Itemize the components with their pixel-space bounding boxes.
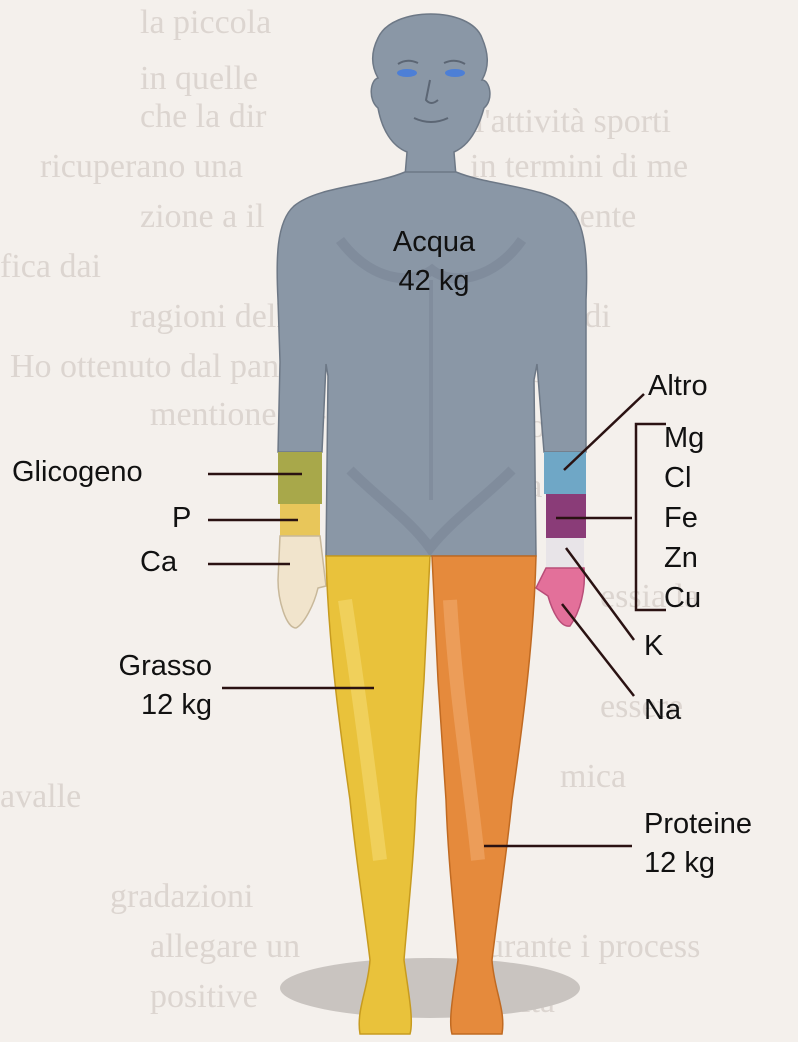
head — [371, 14, 490, 176]
sodium-label: Na — [644, 696, 681, 725]
sodium-leader — [562, 604, 634, 696]
phosphorus-label: P — [172, 504, 191, 533]
fat-mass: 12 kg — [78, 691, 212, 720]
mineral-mg: Mg — [664, 424, 704, 453]
mineral-zn: Zn — [664, 544, 698, 573]
fat-name: Grasso — [78, 652, 212, 681]
minerals-bracket — [636, 424, 666, 610]
protein-label: Proteine 12 kg — [644, 810, 752, 878]
water-name: Acqua — [364, 228, 504, 257]
protein-mass: 12 kg — [644, 849, 752, 878]
calcium-label: Ca — [140, 548, 177, 577]
other-label: Altro — [648, 372, 708, 401]
fat-label: Grasso 12 kg — [78, 652, 212, 720]
calcium-hand — [278, 536, 326, 628]
glycogen-label: Glicogeno — [12, 458, 143, 487]
water-mass: 42 kg — [364, 267, 504, 296]
mineral-fe: Fe — [664, 504, 698, 533]
water-label: Acqua 42 kg — [364, 228, 504, 296]
other-band — [544, 452, 586, 494]
sodium-hand — [536, 568, 584, 626]
glycogen-band — [278, 452, 322, 504]
mineral-cu: Cu — [664, 584, 701, 613]
floor-shadow — [280, 958, 580, 1018]
mineral-cl: Cl — [664, 464, 691, 493]
potassium-label: K — [644, 632, 663, 661]
protein-name: Proteine — [644, 810, 752, 839]
minerals-band — [546, 494, 586, 538]
